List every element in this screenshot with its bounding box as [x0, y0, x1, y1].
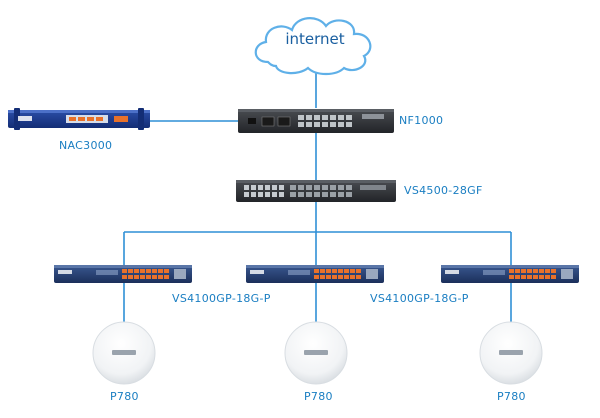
access-point-3-label: P780 [497, 390, 526, 403]
access-switch-1-label: VS4100GP-18G-P [172, 292, 271, 305]
firewall-label: NF1000 [399, 114, 444, 127]
access-point-2 [284, 321, 348, 385]
access-switch-1 [54, 265, 192, 283]
access-switch-3 [441, 265, 579, 283]
firewall-device [238, 109, 394, 133]
nac-device [8, 108, 150, 130]
access-point-3 [479, 321, 543, 385]
access-switch-2-label: VS4100GP-18G-P [370, 292, 469, 305]
core-switch-device [236, 180, 396, 202]
access-point-1 [92, 321, 156, 385]
internet-label: internet [285, 30, 345, 48]
access-switch-2 [246, 265, 384, 283]
access-point-2-label: P780 [304, 390, 333, 403]
cloud-icon [254, 17, 372, 76]
access-point-1-label: P780 [110, 390, 139, 403]
links [123, 73, 512, 325]
nac-label: NAC3000 [59, 139, 113, 152]
core-switch-label: VS4500-28GF [404, 184, 483, 197]
